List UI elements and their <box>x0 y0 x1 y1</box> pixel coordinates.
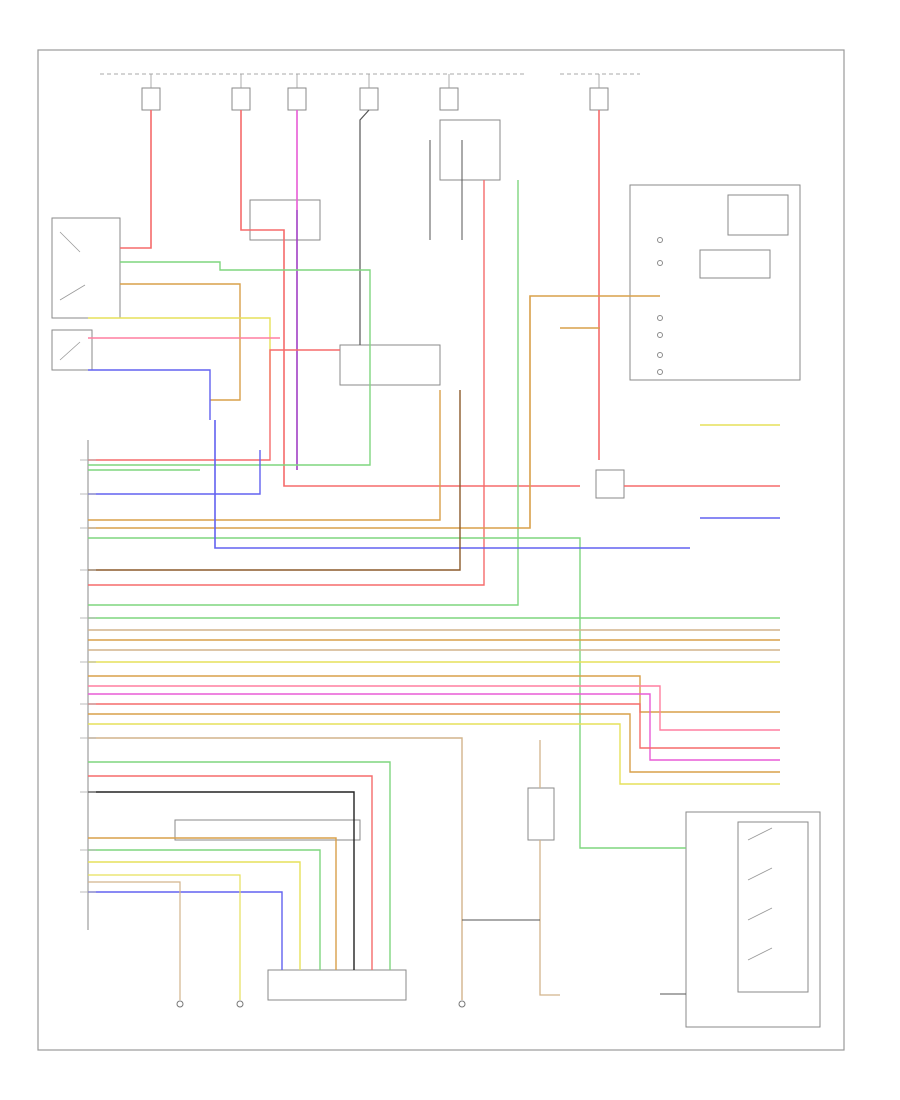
throttle-actuator-box <box>267 969 407 1001</box>
center-relay-1 <box>339 344 441 386</box>
fuse-1 <box>141 87 161 111</box>
ground-symbols <box>176 1000 466 1008</box>
accelerator-pedal-sensor-box <box>174 819 361 841</box>
cruise-main-switch <box>685 811 821 1028</box>
diagram-frame <box>37 49 845 1051</box>
combination-meter <box>629 184 801 381</box>
fuse-2 <box>231 87 251 111</box>
fuse-5 <box>439 87 459 111</box>
center-relay-2 <box>249 199 321 241</box>
fuse-3 <box>287 87 307 111</box>
sensor-box-center-right <box>595 469 625 499</box>
stop-light-switch <box>51 217 121 319</box>
connector-tick-marks <box>80 459 96 893</box>
fuse-box-group <box>141 74 609 111</box>
ignition-relay <box>439 119 501 181</box>
speed-sensor <box>527 787 555 841</box>
fuse-6 <box>589 87 609 111</box>
cruise-switch <box>51 329 93 371</box>
fuse-4 <box>359 87 379 111</box>
